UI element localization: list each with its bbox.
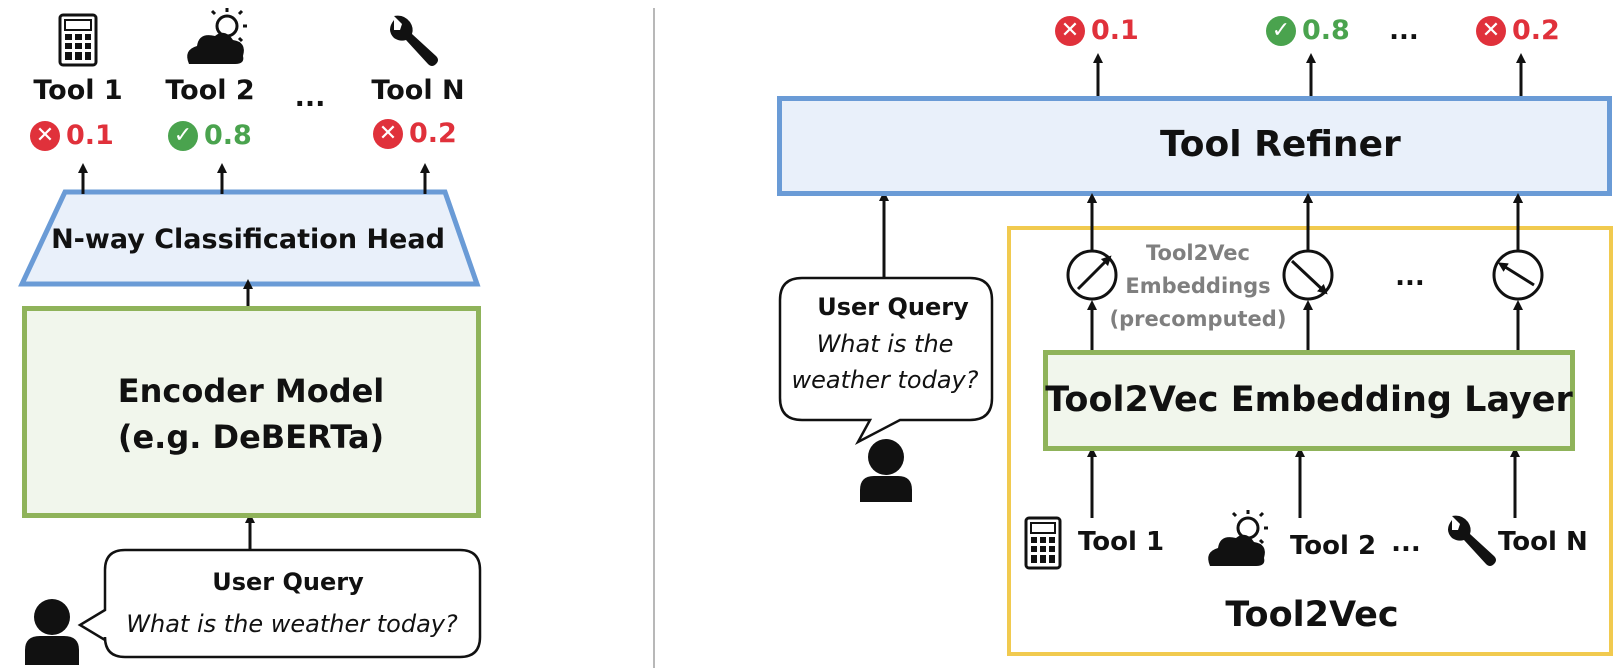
- embeddings-label-line2: Embeddings: [1125, 274, 1271, 298]
- right-calculator-icon: [1024, 516, 1062, 570]
- embedding-dial-icon: [1492, 249, 1544, 301]
- left-user-icon: [25, 599, 79, 665]
- right-score-n: ✕ 0.2: [1476, 15, 1560, 46]
- right-weather-icon: [1208, 510, 1268, 566]
- right-tool-ellipsis: ...: [1391, 528, 1421, 558]
- reject-icon: ✕: [1476, 15, 1506, 46]
- encoder-model-box: [22, 306, 481, 518]
- left-tool2-label: Tool 2: [165, 75, 255, 106]
- reject-icon: ✕: [1055, 15, 1085, 46]
- encoder-model-example: (e.g. DeBERTa): [117, 418, 385, 456]
- right-score-1: ✕ 0.1: [1055, 15, 1139, 46]
- right-wrench-icon: [1448, 515, 1496, 566]
- encoder-model-label: Encoder Model: [117, 372, 385, 410]
- left-calculator-icon: [58, 13, 98, 67]
- embeddings-label-line3: (precomputed): [1109, 307, 1287, 331]
- left-tooln-score: ✕ 0.2: [373, 118, 457, 149]
- embedding-dial-icon: [1066, 249, 1118, 301]
- left-tool1-label: Tool 1: [33, 75, 123, 106]
- left-query-bubble: [77, 548, 482, 659]
- tool-refiner-box: [777, 96, 1612, 196]
- left-ellipsis: ...: [294, 82, 326, 113]
- score-value: 0.2: [1512, 15, 1560, 46]
- right-score-2: ✓ 0.8: [1266, 15, 1350, 46]
- reject-icon: ✕: [373, 118, 403, 149]
- embedding-layer-label: Tool2Vec Embedding Layer: [1045, 380, 1573, 420]
- right-tool1-label: Tool 1: [1078, 527, 1165, 557]
- left-tooln-label: Tool N: [371, 75, 465, 106]
- right-user-icon: [860, 439, 912, 502]
- score-value: 0.8: [1302, 15, 1350, 46]
- tool-refiner-label: Tool Refiner: [1160, 124, 1401, 165]
- score-value: 0.1: [66, 120, 114, 151]
- check-icon: ✓: [1266, 15, 1296, 46]
- reject-icon: ✕: [30, 120, 60, 151]
- embedding-dial-icon: [1282, 249, 1334, 301]
- right-query-line1: What is the: [816, 330, 954, 358]
- score-value: 0.2: [409, 118, 457, 149]
- score-value: 0.1: [1091, 15, 1139, 46]
- score-value: 0.8: [204, 120, 252, 151]
- right-tool2-label: Tool 2: [1290, 531, 1377, 561]
- tool2vec-group-label: Tool2Vec: [1225, 595, 1399, 635]
- left-wrench-icon: [390, 15, 438, 67]
- right-query-bubble: [778, 276, 994, 446]
- embeddings-ellipsis: ...: [1395, 262, 1425, 292]
- left-weather-icon: [187, 8, 247, 64]
- right-query-line2: weather today?: [791, 366, 979, 394]
- left-query-title: User Query: [212, 568, 364, 596]
- right-tooln-label: Tool N: [1498, 527, 1588, 557]
- classification-head-shape: [18, 189, 481, 287]
- embedding-layer-box: [1043, 350, 1575, 451]
- left-tool1-score: ✕ 0.1: [30, 120, 114, 151]
- right-score-ellipsis: ...: [1389, 16, 1419, 46]
- left-query-text: What is the weather today?: [126, 610, 458, 638]
- classification-head-label: N-way Classification Head: [51, 224, 445, 255]
- left-tool2-score: ✓ 0.8: [168, 120, 252, 151]
- right-query-title: User Query: [817, 293, 969, 321]
- check-icon: ✓: [168, 120, 198, 151]
- embeddings-label-line1: Tool2Vec: [1146, 241, 1250, 265]
